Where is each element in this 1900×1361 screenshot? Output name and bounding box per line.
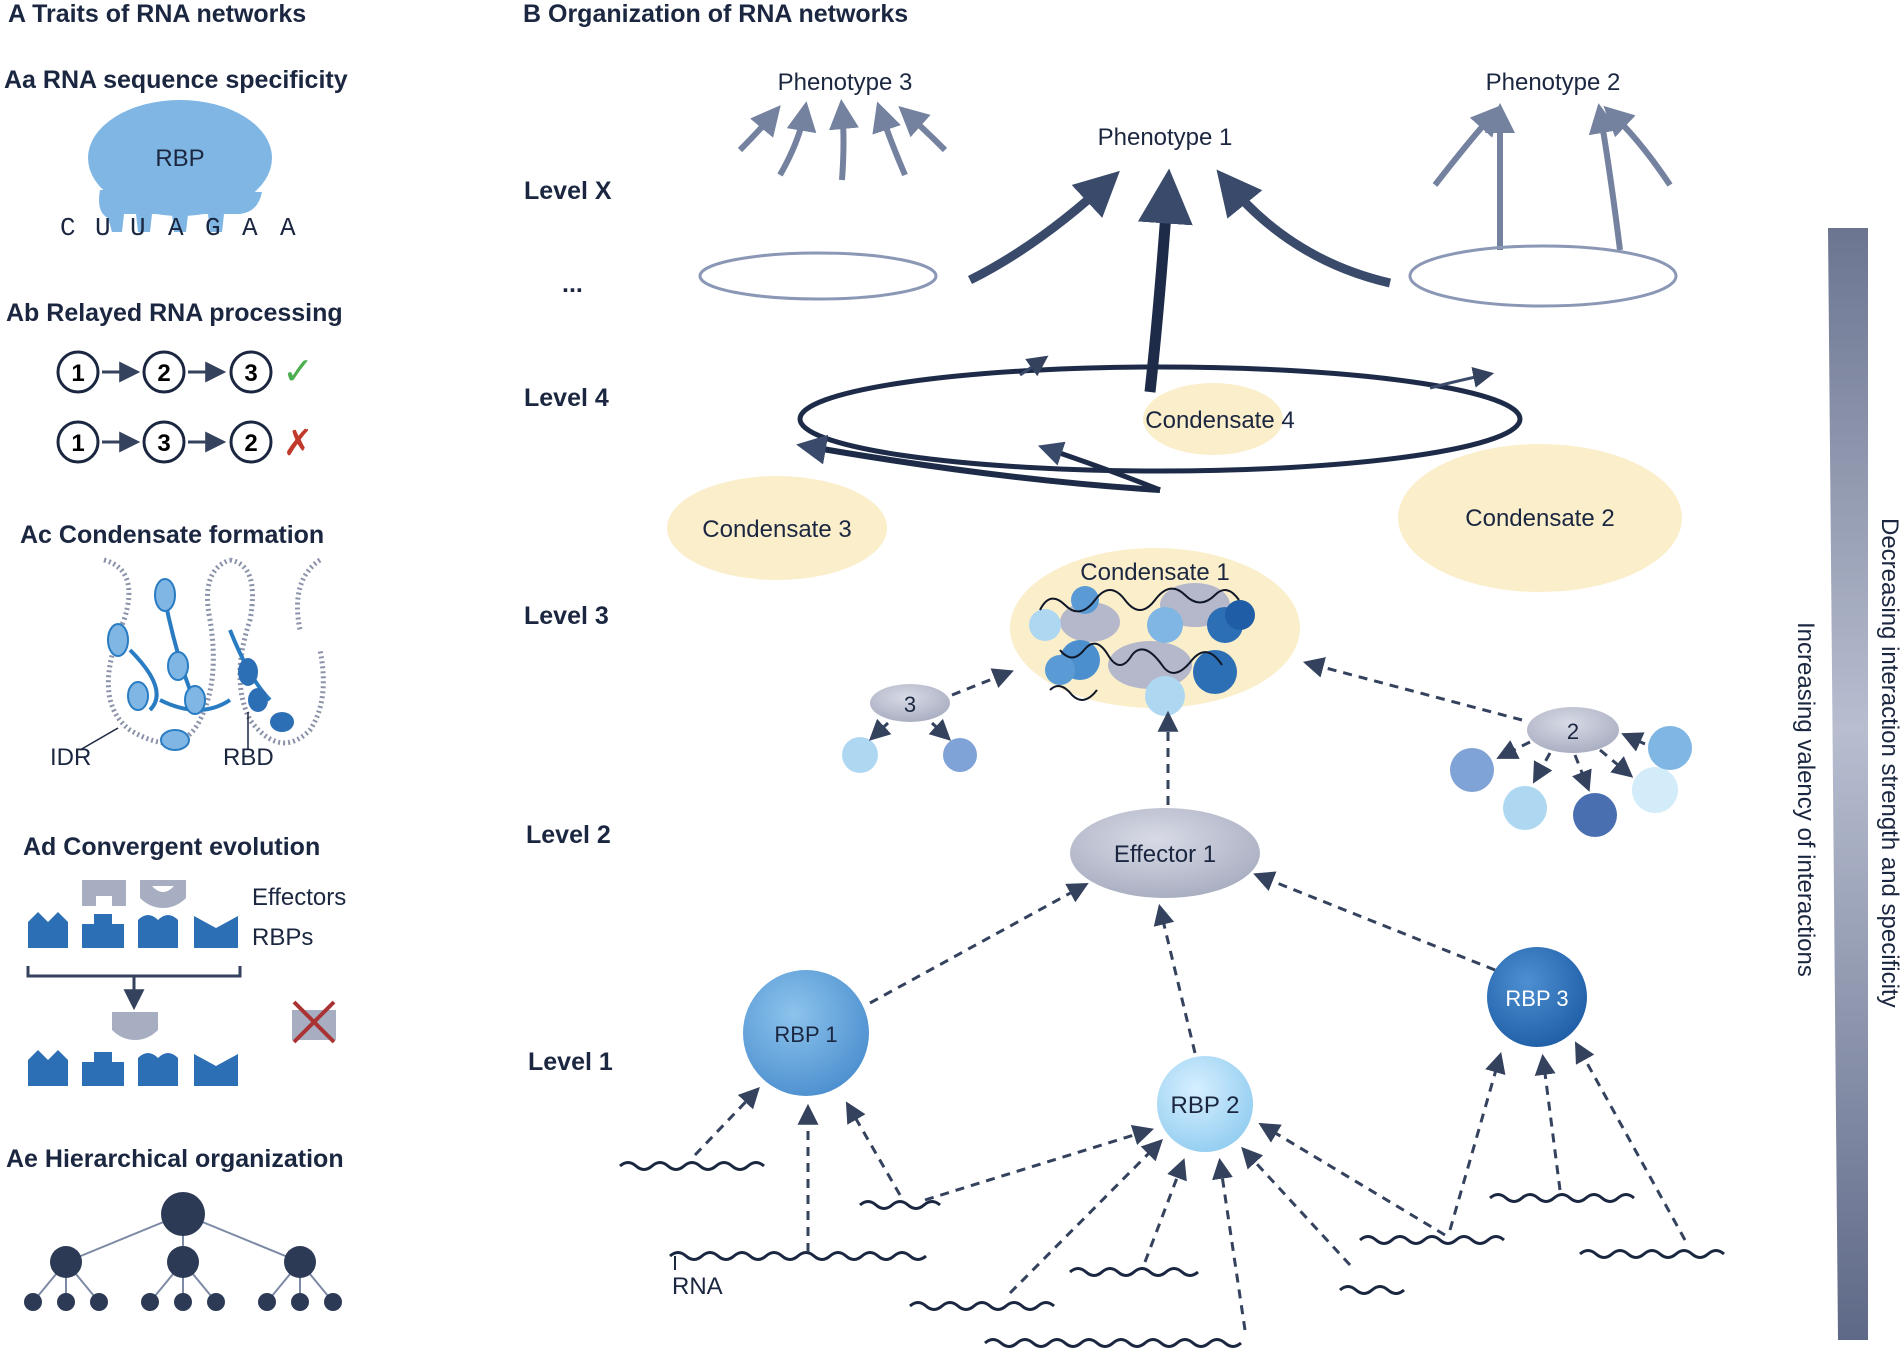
idr-label: IDR [50, 744, 91, 771]
condensate-2-label: Condensate 2 [1465, 505, 1614, 532]
rbp-effector-arrows [869, 871, 1496, 1054]
cross-icon: ✗ [283, 422, 313, 463]
step-number: 2 [157, 360, 170, 387]
relay-row-incorrect: 1 3 2 ✗ [56, 420, 313, 464]
ab-title: Ab Relayed RNA processing [6, 299, 343, 327]
seq-letter: G [205, 213, 221, 243]
level-4-arrow-top [1019, 355, 1049, 377]
rna-label: RNA [672, 1273, 723, 1300]
phenotype-2-arrows [1432, 103, 1673, 251]
condensate-2: Condensate 2 [1398, 444, 1682, 592]
rna-rbp-arrows [693, 1041, 1687, 1331]
complex-3-label: 3 [904, 692, 916, 717]
step-number: 1 [71, 430, 84, 457]
level-4-label: Level 4 [524, 384, 609, 412]
phenotype-3-label: Phenotype 3 [778, 69, 913, 96]
step-number: 2 [244, 430, 257, 457]
convergent-evolution-illustration: Effectors RBPs [26, 880, 346, 1086]
step-number: 1 [71, 360, 84, 387]
condensate-4: Condensate 4 [797, 364, 1523, 474]
rbp-2-label: RBP 2 [1171, 1092, 1240, 1119]
complex-3: 3 [842, 668, 1014, 773]
incompatible-effector [292, 1000, 336, 1044]
rna-sequence: C U U A G A A [60, 213, 296, 243]
seq-letter: A [242, 213, 258, 243]
interaction-gradient-bar [1828, 228, 1868, 1340]
rbp-1: RBP 1 [743, 970, 869, 1096]
seq-letter: U [95, 213, 111, 243]
phenotype-2-label: Phenotype 2 [1486, 69, 1621, 96]
rbp-3-label: RBP 3 [1505, 986, 1568, 1011]
phenotype-3-arrows [737, 99, 948, 181]
rbp-1-label: RBP 1 [774, 1022, 837, 1047]
effector-1: Effector 1 [1070, 808, 1260, 898]
step-number: 3 [157, 430, 170, 457]
level-3-label: Level 3 [524, 602, 609, 630]
step-number: 3 [244, 360, 257, 387]
rna-strands: RNA [619, 1161, 1725, 1348]
rbp-binding-illustration: RBP [88, 100, 272, 232]
phenotype-1-arrows [967, 168, 1392, 393]
condensate-1: Condensate 1 [1010, 548, 1300, 716]
level-4-arrow-right [1429, 366, 1495, 390]
condensate-1-label: Condensate 1 [1080, 559, 1229, 586]
bar-label-inner: Increasing valency of interactions [1792, 622, 1819, 977]
phenotype-1-label: Phenotype 1 [1098, 124, 1233, 151]
seq-letter: A [280, 213, 296, 243]
level-4-arrow-left [796, 434, 1161, 493]
level-x-ring-left [698, 251, 938, 301]
condensate-3: Condensate 3 [667, 476, 887, 580]
ellipsis-label: ... [562, 270, 583, 298]
level-x-ring-right [1408, 244, 1678, 308]
rbp-label: RBP [155, 145, 204, 172]
ae-title: Ae Hierarchical organization [6, 1145, 344, 1173]
ad-title: Ad Convergent evolution [23, 833, 320, 861]
seq-letter: C [60, 213, 76, 243]
complex-2: 2 [1302, 657, 1692, 837]
rbps-label: RBPs [252, 924, 313, 951]
aa-title: Aa RNA sequence specificity [4, 66, 348, 94]
complex-2-label: 2 [1567, 719, 1579, 744]
condensate-4-label: Condensate 4 [1145, 407, 1294, 434]
rbp-3: RBP 3 [1487, 947, 1587, 1047]
seq-letter: U [130, 213, 146, 243]
level-x-label: Level X [524, 177, 612, 205]
hierarchy-tree-illustration [24, 1192, 342, 1311]
panel-a-title: A Traits of RNA networks [8, 0, 306, 28]
panel-b-title: B Organization of RNA networks [523, 0, 908, 28]
level-1-label: Level 1 [528, 1048, 613, 1076]
seq-letter: A [168, 213, 184, 243]
rbp-2: RBP 2 [1157, 1056, 1253, 1152]
condensate-3-label: Condensate 3 [702, 516, 851, 543]
check-icon: ✓ [282, 351, 314, 393]
ac-title: Ac Condensate formation [20, 521, 324, 549]
effectors-label: Effectors [252, 884, 346, 911]
bar-label-outer: Decreasing interaction strength and spec… [1876, 518, 1900, 1008]
condensate-formation-illustration: IDR RBD [50, 557, 326, 771]
level-2-label: Level 2 [526, 821, 611, 849]
level-4-arrow-mid [1037, 441, 1161, 493]
rbd-label: RBD [223, 744, 274, 771]
effector-1-label: Effector 1 [1114, 841, 1216, 868]
relay-row-correct: 1 2 3 ✓ [56, 350, 314, 394]
